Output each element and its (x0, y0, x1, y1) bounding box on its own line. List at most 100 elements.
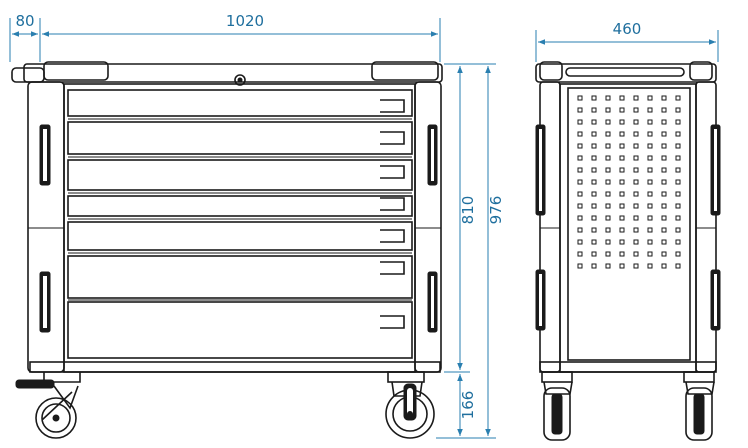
pegboard-hole (647, 107, 653, 113)
pegboard-hole (661, 239, 667, 245)
pegboard-hole (591, 227, 597, 233)
pegboard-hole (675, 203, 681, 209)
side-view (535, 61, 721, 441)
pegboard-hole (605, 191, 611, 197)
pegboard-hole (605, 227, 611, 233)
pegboard-hole (577, 227, 583, 233)
pegboard-hole (577, 155, 583, 161)
dim-total-height: 976 (487, 196, 505, 225)
pegboard-hole (661, 227, 667, 233)
pegboard-hole (605, 167, 611, 173)
pegboard-hole (591, 155, 597, 161)
drawer-1 (67, 89, 413, 117)
pegboard-hole (619, 95, 625, 101)
pegboard-hole (633, 119, 639, 125)
pegboard-hole (591, 107, 597, 113)
pegboard-hole (619, 167, 625, 173)
pegboard-hole (633, 95, 639, 101)
pegboard-hole (577, 251, 583, 257)
pegboard-hole (591, 203, 597, 209)
pegboard-hole (605, 131, 611, 137)
right-caster (385, 371, 435, 439)
pegboard-hole (675, 107, 681, 113)
pegboard-hole (577, 263, 583, 269)
pegboard-hole (647, 263, 653, 269)
pegboard-hole (661, 203, 667, 209)
left-caster (15, 372, 81, 439)
cabinet-base (29, 361, 441, 373)
drawer-handle-3 (380, 165, 405, 179)
pegboard-hole (661, 263, 667, 269)
pegboard-hole (675, 167, 681, 173)
pegboard-hole (577, 239, 583, 245)
pegboard-hole (619, 107, 625, 113)
pegboard-hole (619, 251, 625, 257)
pegboard-hole (675, 215, 681, 221)
pegboard-hole (605, 263, 611, 269)
pegboard-hole (675, 95, 681, 101)
pegboard-hole (647, 191, 653, 197)
drawer-5 (67, 221, 413, 251)
pegboard-hole (661, 107, 667, 113)
lid-corner-left (43, 61, 109, 81)
pegboard-hole (591, 167, 597, 173)
pegboard-hole (647, 251, 653, 257)
pegboard-hole (647, 215, 653, 221)
pegboard-hole (633, 227, 639, 233)
pegboard-hole (647, 143, 653, 149)
pegboard-hole (647, 95, 653, 101)
side-top-lid (535, 63, 717, 83)
brake-pedal (15, 379, 55, 389)
pegboard-hole (619, 143, 625, 149)
drawer-handle-4 (380, 197, 405, 211)
pegboard-hole (675, 263, 681, 269)
pegboard-hole (577, 131, 583, 137)
drawer-6 (67, 255, 413, 299)
drawer-handle-2 (380, 131, 405, 145)
pegboard-hole (577, 203, 583, 209)
pegboard-hole (591, 215, 597, 221)
pegboard-hole (591, 179, 597, 185)
cabinet-body (63, 83, 416, 373)
pegboard-hole (633, 203, 639, 209)
pegboard-hole (619, 263, 625, 269)
pegboard-hole (591, 239, 597, 245)
pegboard-hole (619, 227, 625, 233)
dim-side-depth: 460 (613, 20, 642, 38)
pegboard-hole (633, 131, 639, 137)
pegboard-hole (633, 155, 639, 161)
pegboard-hole (647, 131, 653, 137)
pegboard-hole (647, 155, 653, 161)
pegboard-hole (661, 155, 667, 161)
pegboard-hole (605, 179, 611, 185)
dim-handle-offset: 80 (15, 12, 34, 30)
pegboard-hole (633, 167, 639, 173)
pegboard-hole (619, 203, 625, 209)
pegboard-hole (633, 239, 639, 245)
pegboard-hole (577, 215, 583, 221)
drawer-handle-5 (380, 229, 405, 243)
pegboard-hole (647, 167, 653, 173)
pegboard-hole (591, 251, 597, 257)
pegboard-hole (577, 167, 583, 173)
pegboard-hole (619, 131, 625, 137)
pegboard-hole (605, 95, 611, 101)
drawer-handle-7 (380, 315, 405, 329)
pegboard-hole (619, 239, 625, 245)
pegboard-hole (591, 95, 597, 101)
pegboard-hole (661, 191, 667, 197)
pegboard-hole (619, 179, 625, 185)
drawer-7 (67, 301, 413, 359)
front-view (11, 61, 443, 439)
pegboard-hole (605, 239, 611, 245)
perforated-panel (567, 87, 691, 361)
top-lid (23, 63, 443, 83)
pegboard-hole (577, 143, 583, 149)
pegboard-hole (675, 155, 681, 161)
drawer-4 (67, 195, 413, 217)
pegboard-hole (633, 179, 639, 185)
pegboard-hole (633, 107, 639, 113)
pegboard-hole (661, 95, 667, 101)
pegboard-hole (619, 119, 625, 125)
pegboard-hole (619, 215, 625, 221)
